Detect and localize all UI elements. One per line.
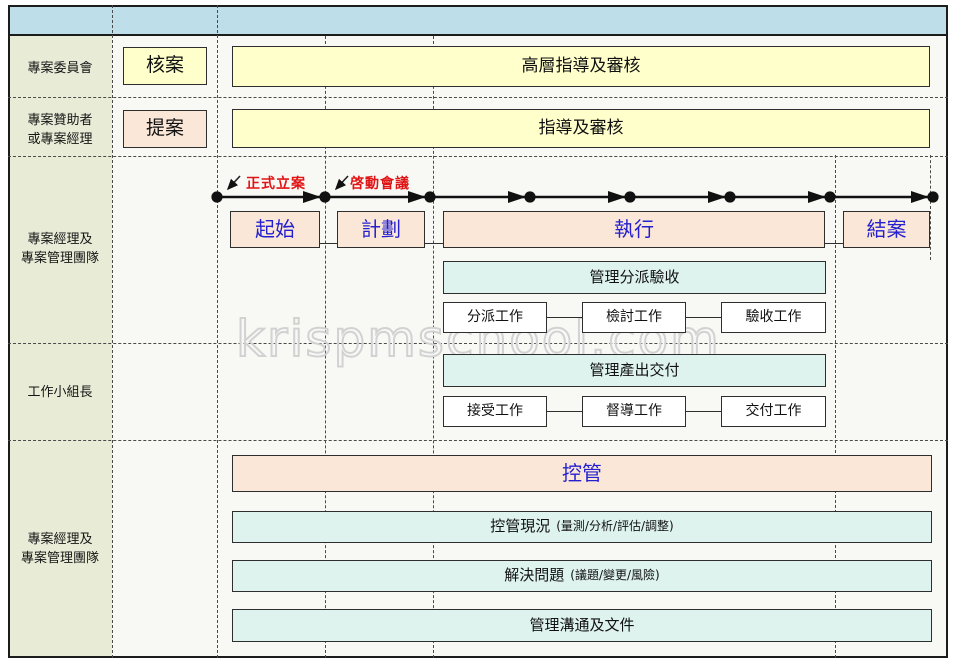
phase-connector	[824, 243, 844, 244]
lane-label-column	[10, 36, 112, 656]
lane-divider	[8, 343, 948, 344]
header-band	[8, 5, 948, 36]
lane-label-team-leader: 工作小組長	[27, 385, 93, 400]
milestone-kickoff-meeting-label: 啓動會議	[350, 176, 410, 192]
phase-execution: 執行	[443, 211, 825, 248]
lane-divider	[8, 97, 948, 98]
lane-label-sponsor-line2: 或專案經理	[27, 131, 93, 147]
phase-closing: 結案	[843, 211, 930, 248]
task-assign-work: 分派工作	[443, 302, 547, 333]
lane-label-pm-team-line2: 專案管理團隊	[20, 250, 99, 266]
lane-label-pm-team-2: 專案經理及 專案管理團隊	[10, 531, 110, 569]
lane-label-committee: 專案委員會	[27, 61, 93, 76]
grid-line-vertical	[112, 5, 113, 658]
box-manage-deliverables: 管理產出交付	[443, 354, 826, 387]
lane-label-sponsor-line1: 專案贊助者	[27, 113, 93, 128]
box-monitor-status: 控管現況 (量測/分析/評估/調整)	[232, 511, 932, 543]
lane-divider	[8, 440, 948, 441]
box-solve-problems-label: 解決問題	[504, 566, 565, 585]
lane-label-sponsor: 專案贊助者 或專案經理	[10, 112, 110, 150]
milestone-formal-approval-label: 正式立案	[246, 176, 306, 192]
grid-line-vertical	[325, 36, 326, 658]
lane-label-pm-team-2-line2: 專案管理團隊	[20, 550, 99, 566]
grid-line-vertical	[433, 36, 434, 658]
phase-connector	[319, 243, 338, 244]
phase-connector	[424, 243, 444, 244]
box-top-oversight: 高層指導及審核	[232, 46, 930, 87]
box-guidance: 指導及審核	[232, 109, 930, 148]
grid-line-vertical	[930, 155, 931, 260]
box-monitor-status-detail: (量測/分析/評估/調整)	[556, 519, 674, 534]
task-receive-work: 接受工作	[443, 396, 547, 427]
phase-initiation: 起始	[230, 211, 320, 248]
task-supervise-work: 督導工作	[582, 396, 686, 427]
box-monitor-status-label: 控管現況	[490, 517, 551, 536]
lane-label-pm-team-2-line1: 專案經理及	[27, 532, 93, 547]
box-manage-assignment: 管理分派驗收	[443, 261, 826, 294]
grid-line-vertical	[217, 5, 218, 658]
task-review-work: 檢討工作	[582, 302, 686, 333]
lane-label-pm-team: 專案經理及 專案管理團隊	[10, 231, 110, 269]
lane-label-pm-team-line1: 專案經理及	[27, 232, 93, 247]
box-solve-problems: 解決問題 (議題/變更/風險)	[232, 560, 932, 592]
box-approve: 核案	[123, 47, 207, 85]
box-control: 控管	[232, 455, 932, 492]
grid-line-vertical	[835, 155, 836, 658]
box-solve-problems-detail: (議題/變更/風險)	[570, 568, 660, 583]
box-manage-communication: 管理溝通及文件	[232, 609, 932, 642]
task-acceptance-work: 驗收工作	[721, 302, 826, 333]
task-connector	[685, 411, 722, 412]
lane-divider	[8, 156, 948, 157]
task-connector	[685, 317, 722, 318]
phase-planning: 計劃	[337, 211, 425, 248]
box-propose: 提案	[123, 110, 207, 148]
task-connector	[546, 411, 583, 412]
task-deliver-work: 交付工作	[721, 396, 826, 427]
task-connector	[546, 317, 583, 318]
